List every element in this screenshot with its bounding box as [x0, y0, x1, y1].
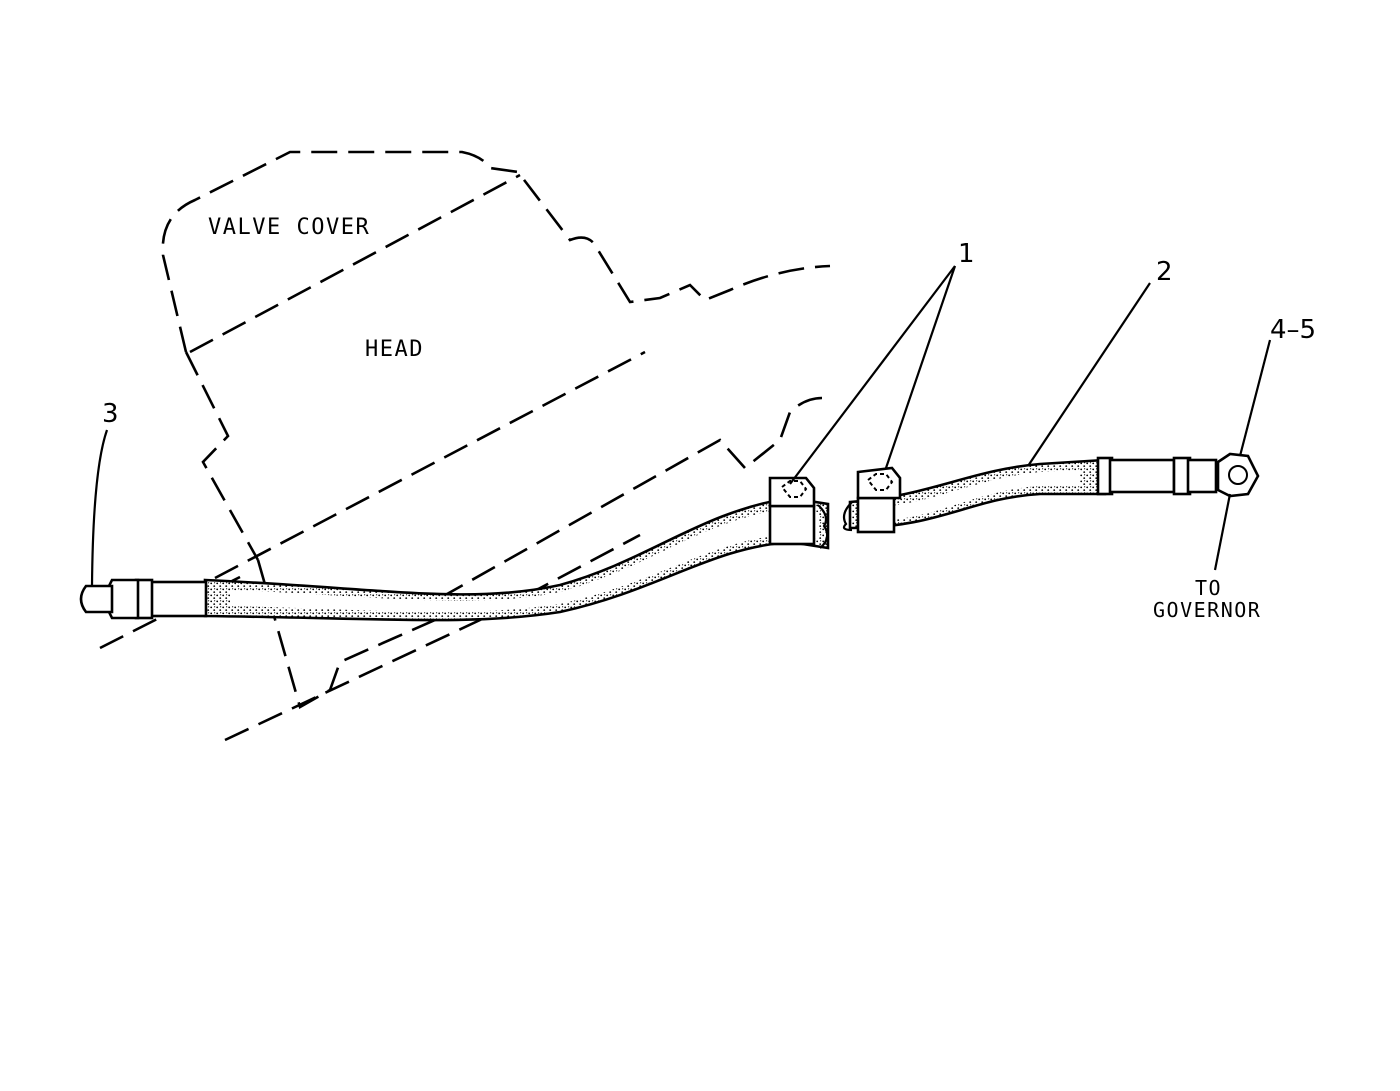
- hose-clamp-right: [856, 466, 902, 534]
- head-label: HEAD: [365, 337, 424, 362]
- hose-left-fitting: [79, 578, 208, 620]
- valve-cover-label: VALVE COVER: [208, 215, 370, 240]
- callout-2: 2: [1156, 257, 1173, 287]
- head-outline: [99, 173, 823, 742]
- hose-left: [203, 496, 830, 622]
- callout-1: 1: [958, 239, 975, 269]
- to-label: TO: [1195, 576, 1222, 600]
- hose-right-fitting: [1096, 452, 1260, 498]
- valve-cover-outline: [161, 150, 831, 353]
- governor-label: GOVERNOR: [1153, 598, 1261, 622]
- callout-4-5: 4–5: [1270, 315, 1316, 345]
- hose-clamp-left: [768, 476, 816, 546]
- callout-3: 3: [102, 399, 119, 429]
- leader-lines: [90, 265, 1272, 587]
